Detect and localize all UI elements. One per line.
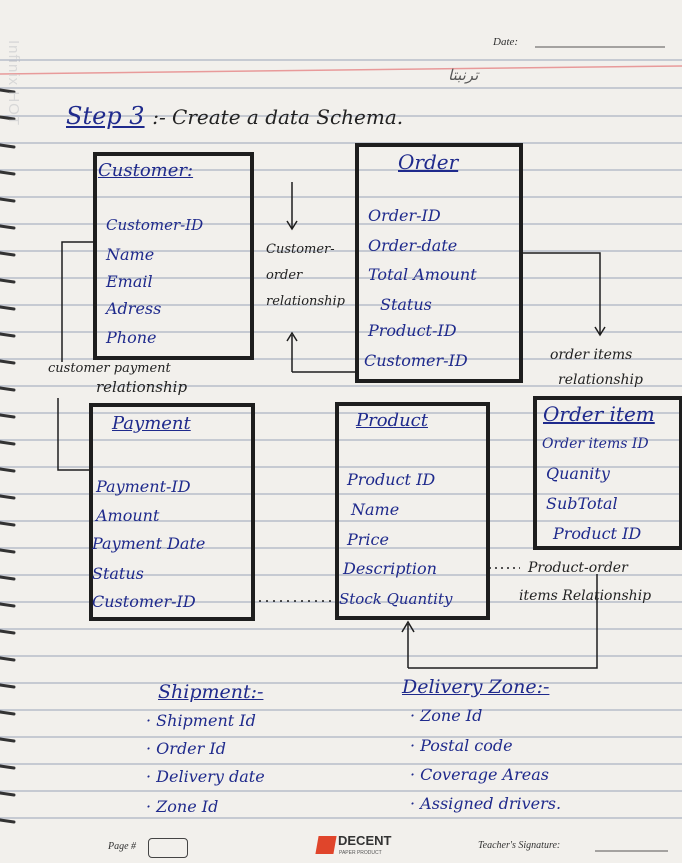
payment-field: Amount: [96, 506, 160, 525]
brand-logo-icon: [315, 836, 337, 854]
page-title: Step 3 :- Create a data Schema.: [66, 102, 403, 130]
product-field: Price: [347, 530, 389, 549]
page-number-label: Page #: [108, 841, 137, 852]
delivery-zone-item: · Assigned drivers.: [410, 794, 562, 813]
order-item-table-title: Order item: [543, 402, 655, 426]
order-field: Total Amount: [368, 265, 477, 284]
product-field: Stock Quantity: [339, 590, 453, 608]
customer-field: Phone: [106, 328, 157, 347]
delivery-zone-item: · Postal code: [410, 736, 513, 755]
title-step: Step 3: [66, 102, 145, 130]
shipment-heading: Shipment:-: [158, 681, 264, 703]
brand-subtitle: PAPER PRODUCT: [339, 850, 382, 856]
shipment-item: · Delivery date: [146, 767, 265, 786]
date-label: Date:: [493, 36, 519, 48]
order-field: Customer-ID: [364, 351, 468, 370]
payment-field: Status: [92, 564, 144, 583]
title-rest: :- Create a data Schema.: [152, 105, 404, 129]
brand-name: DECENT: [338, 833, 392, 848]
customer-field: Adress: [106, 299, 162, 318]
payment-table-title: Payment: [112, 413, 191, 434]
payment-field: Payment-ID: [96, 477, 191, 496]
delivery-zone-heading: Delivery Zone:-: [402, 676, 550, 698]
shipment-item: · Shipment Id: [146, 711, 256, 730]
scribble-text: ترنبتا: [448, 66, 479, 84]
order-table-title: Order: [398, 150, 459, 174]
order-items-rel-line: relationship: [558, 372, 643, 388]
order-item-field: Product ID: [553, 524, 642, 543]
order-item-field: Order items ID: [542, 436, 649, 452]
order-table: [355, 143, 523, 383]
order-field: Order-ID: [368, 206, 441, 225]
customer-payment-rel-line: customer payment: [48, 361, 171, 376]
shipment-item: · Order Id: [146, 739, 226, 758]
product-field: Description: [343, 559, 437, 578]
order-item-field: SubTotal: [546, 494, 618, 513]
customer-order-rel-line: order: [266, 268, 303, 283]
teacher-signature-label: Teacher's Signature:: [478, 840, 561, 851]
product-field: Name: [351, 500, 400, 519]
order-field: Status: [380, 295, 432, 314]
customer-table: [93, 152, 254, 360]
product-table-title: Product: [356, 410, 428, 431]
order-item-table: [533, 396, 682, 550]
order-field: Order-date: [368, 236, 458, 255]
delivery-zone-item: · Zone Id: [410, 706, 483, 725]
customer-field: Customer-ID: [106, 216, 204, 234]
customer-order-rel-line: Customer-: [266, 242, 335, 257]
product-table: [335, 402, 490, 620]
customer-field: Email: [106, 272, 153, 291]
order-field: Product-ID: [368, 321, 457, 340]
customer-payment-rel-line: relationship: [96, 378, 188, 396]
device-watermark: Infinix HOT: [5, 40, 22, 127]
customer-order-rel-line: relationship: [266, 294, 345, 309]
order-items-rel-line: order items: [550, 347, 633, 363]
payment-field: Payment Date: [92, 534, 206, 553]
product-order-items-rel-line: items Relationship: [519, 588, 652, 604]
delivery-zone-item: · Coverage Areas: [410, 765, 549, 784]
customer-table-title: Customer:: [98, 160, 194, 181]
product-field: Product ID: [347, 470, 436, 489]
customer-field: Name: [106, 245, 155, 264]
payment-table: [89, 403, 255, 621]
payment-field: Customer-ID: [92, 592, 196, 611]
page-number-box: [148, 838, 188, 858]
product-order-items-rel-line: Product-order: [528, 560, 628, 576]
order-item-field: Quanity: [546, 464, 610, 483]
shipment-item: · Zone Id: [146, 797, 219, 816]
